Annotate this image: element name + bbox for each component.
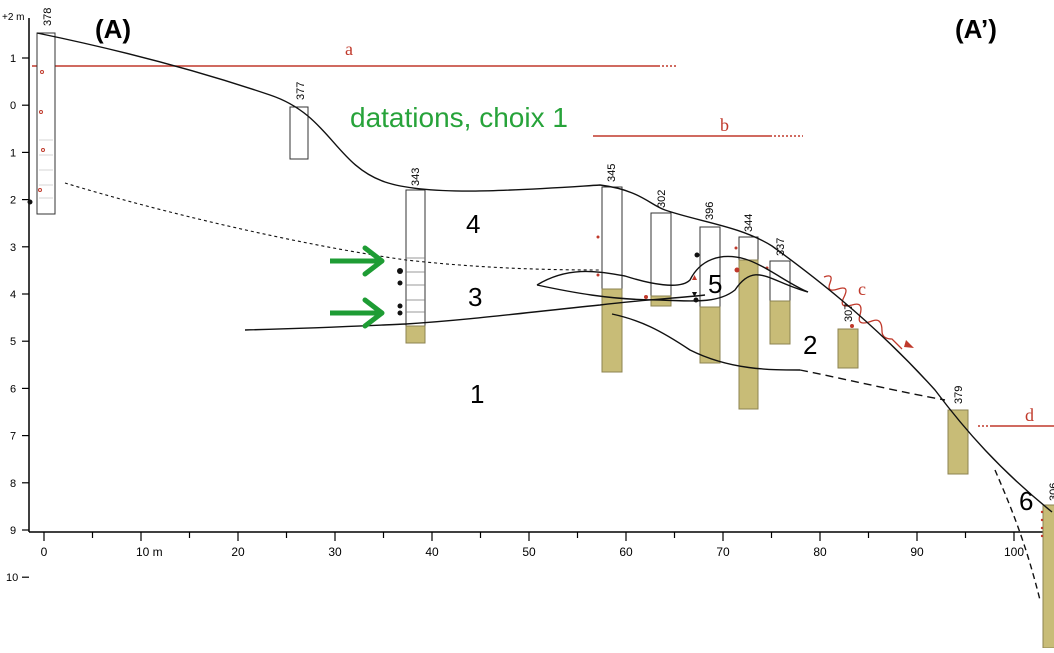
- core-307: 307: [837, 304, 859, 369]
- heading-label: datations, choix 1: [350, 102, 568, 133]
- core-label: 379: [953, 386, 965, 404]
- x-tick-label: 50: [522, 545, 536, 559]
- y-tick-label: 9: [10, 525, 16, 537]
- reference-line-a: a: [32, 39, 676, 67]
- core-label: 337: [775, 238, 787, 256]
- unit-label-2: 2: [803, 330, 817, 360]
- core-label: 344: [743, 214, 755, 232]
- core-label: 343: [410, 168, 422, 186]
- boundary-5-upper: [536, 255, 809, 293]
- reference-line-d: d: [978, 405, 1054, 427]
- ground-surface: [36, 32, 1053, 513]
- core-337: 337: [765, 238, 791, 345]
- core-379: 379: [947, 386, 969, 475]
- stratigraphic-boundaries: [36, 32, 1053, 601]
- core-label: 396: [704, 202, 716, 220]
- y-tick-label: 10: [6, 572, 18, 584]
- core-label: 306: [1048, 483, 1054, 501]
- reference-line-label: d: [1025, 405, 1034, 425]
- x-axis-ticks: 0 10 m 20 30 40 50 60 70 80 90 100: [41, 532, 1024, 559]
- y-tick-label: 5: [10, 336, 16, 348]
- y-tick-label: 4: [10, 289, 16, 301]
- core-label: 377: [295, 82, 307, 100]
- y-tick-label: 7: [10, 431, 16, 443]
- core-344: 344: [734, 214, 759, 410]
- reference-line-b: b: [593, 115, 803, 137]
- y-tick-label: 0: [10, 100, 16, 112]
- unit-label-1: 1: [470, 379, 484, 409]
- x-tick-label: 100: [1004, 545, 1024, 559]
- core-345: 345: [596, 164, 623, 373]
- x-tick-label: 20: [231, 545, 245, 559]
- y-tick-label: 3: [10, 242, 16, 254]
- reference-line-c: c: [823, 275, 914, 350]
- start-label: (A): [95, 14, 131, 44]
- reference-line-label: c: [858, 279, 866, 299]
- core-343: 343: [397, 168, 426, 344]
- reference-line-label: a: [345, 39, 353, 59]
- x-tick-label: 80: [813, 545, 827, 559]
- unit-label-4: 4: [466, 209, 480, 239]
- y-tick-label: 6: [10, 383, 16, 395]
- core-302: 302: [644, 190, 672, 307]
- end-label: (A’): [955, 14, 997, 44]
- core-396: 396: [692, 202, 721, 364]
- x-tick-label: 70: [716, 545, 730, 559]
- boundary-5-lower: [536, 274, 809, 302]
- x-tick-label: 90: [910, 545, 924, 559]
- y-tick-label: 2: [10, 195, 16, 207]
- core-label: 345: [606, 164, 618, 182]
- x-tick-label: 10 m: [136, 545, 163, 559]
- unit-label-3: 3: [468, 282, 482, 312]
- boundary-4-3: [64, 182, 601, 271]
- dating-arrow-upper: [330, 245, 385, 277]
- core-label: 378: [42, 8, 54, 26]
- core-label: 302: [656, 190, 668, 208]
- y-tick-label: 1: [10, 147, 16, 159]
- unit-label-6: 6: [1019, 486, 1033, 516]
- y-axis-unit: +2 m: [2, 12, 25, 23]
- unit-label-5: 5: [708, 269, 722, 299]
- boundary-6: [994, 469, 1041, 601]
- x-tick-label: 30: [328, 545, 342, 559]
- boundary-1-2: [611, 313, 801, 371]
- x-tick-label: 0: [41, 545, 48, 559]
- core-377: 377: [289, 82, 309, 160]
- y-tick-label: 8: [10, 478, 16, 490]
- dating-arrow-lower: [330, 297, 385, 329]
- boundary-1-2-inferred: [799, 369, 946, 401]
- reference-line-label: b: [720, 115, 729, 135]
- y-tick-label: 1: [10, 53, 16, 65]
- x-tick-label: 60: [619, 545, 633, 559]
- core-378: 378: [27, 8, 56, 215]
- x-tick-label: 40: [425, 545, 439, 559]
